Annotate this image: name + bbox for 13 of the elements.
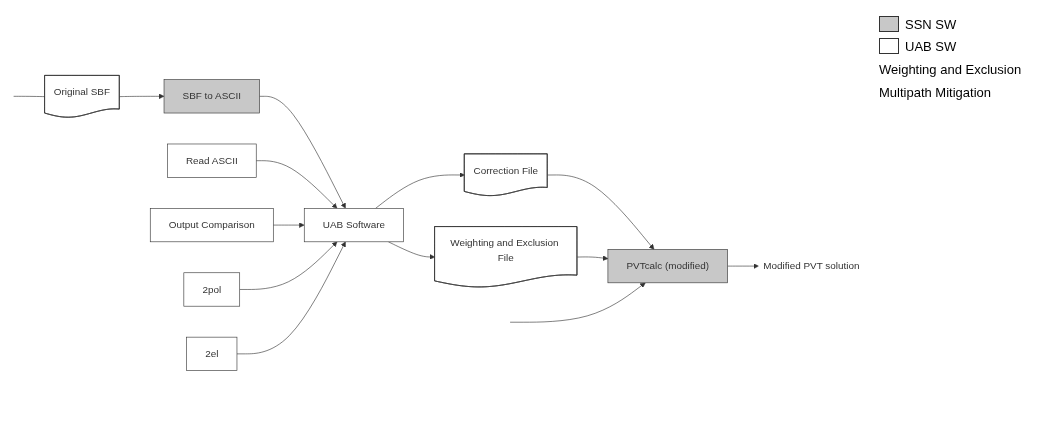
node-box: SBF to ASCII (163, 79, 260, 114)
node-box: UAB Software (303, 208, 404, 243)
legend-label: UAB SW (905, 38, 957, 54)
node-box: 2pol (183, 272, 240, 307)
note-label: Multipath Mitigation (879, 85, 992, 100)
note-label: Weighting and Exclusion (879, 62, 1023, 77)
legend-label: SSN SW (905, 16, 957, 32)
node-text: Modified PVT solution (763, 260, 860, 272)
node-box: Output Comparison (149, 208, 274, 243)
node-box: PVTcalc (modified) (607, 249, 728, 284)
node-box: Read ASCII (167, 143, 257, 178)
connector (13, 96, 46, 97)
node-box: 2el (186, 336, 238, 371)
